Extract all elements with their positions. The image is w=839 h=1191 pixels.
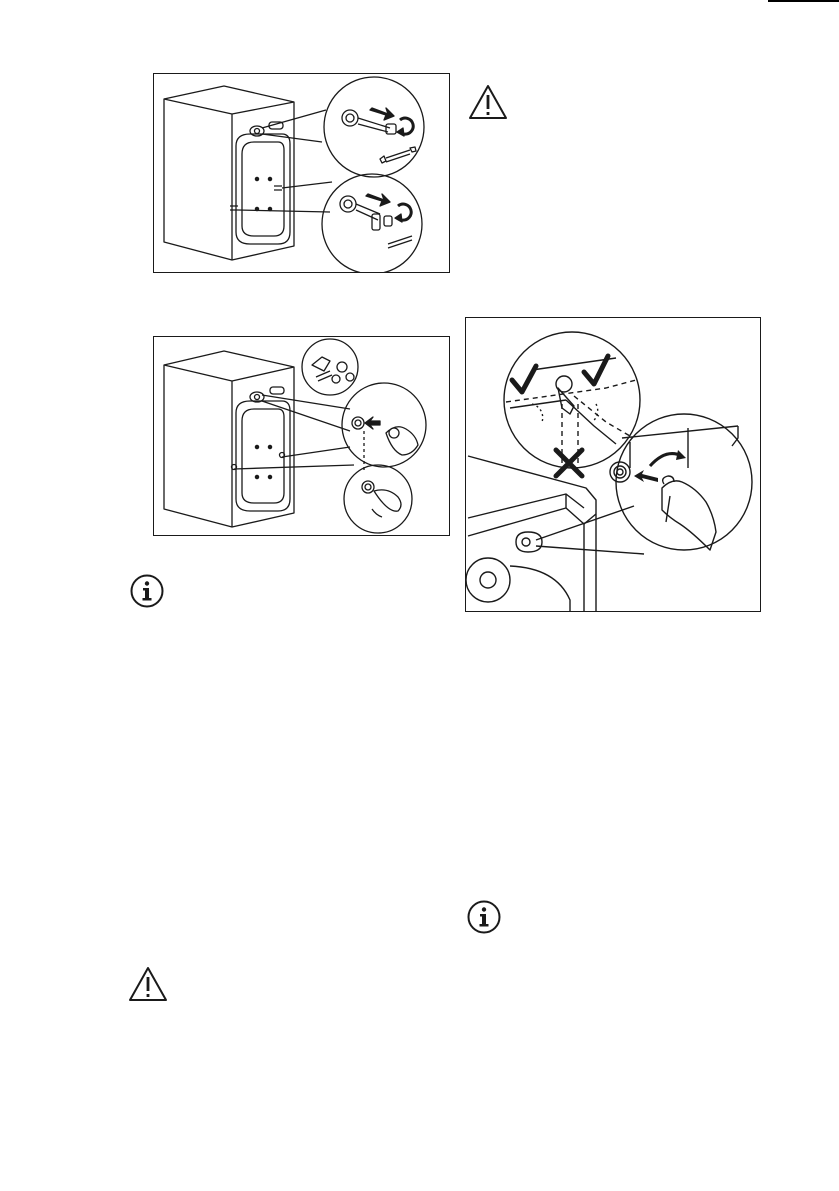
figure-transit-bolts-removal [153, 73, 450, 273]
warning-icon [468, 84, 508, 120]
figure-plastic-caps-insertion [153, 336, 450, 536]
warning-icon [128, 966, 168, 1002]
checkmark-icon [512, 366, 536, 392]
header-rule [768, 0, 839, 2]
info-icon [130, 574, 164, 608]
info-icon [467, 900, 501, 934]
figure-inlet-hose-angle [465, 317, 761, 612]
